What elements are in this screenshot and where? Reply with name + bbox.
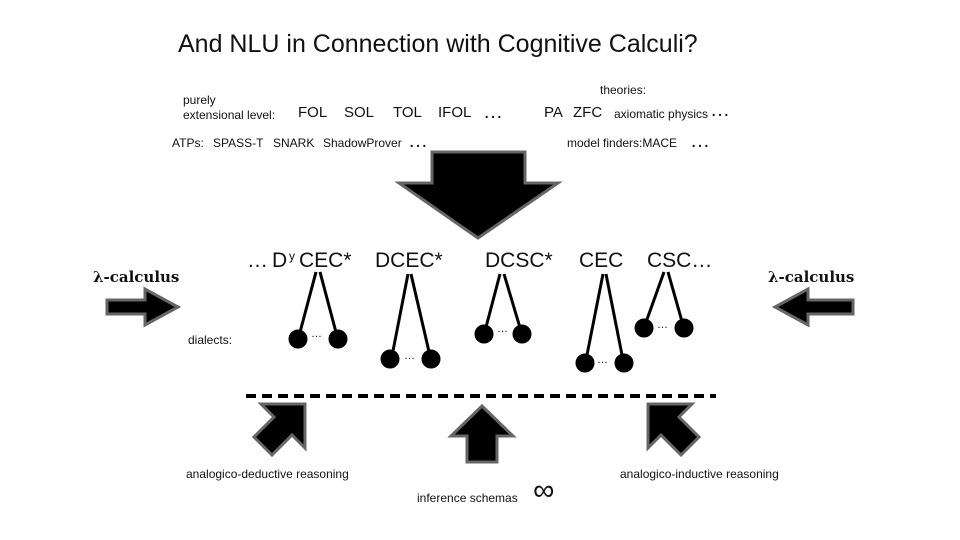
logic-fol: FOL <box>298 104 328 121</box>
model-finders-label: model finders:MACE <box>567 136 678 150</box>
theory-pa: PA <box>544 104 563 121</box>
theories-label: theories: <box>600 83 647 97</box>
dialect-tree-2 <box>380 273 441 369</box>
axiomatic-physics-label: axiomatic physics <box>614 107 709 121</box>
atps-ellipsis: … <box>408 130 429 152</box>
logic-sol: SOL <box>344 104 375 121</box>
purely-label: purely <box>183 93 216 107</box>
dialect-ellipsis-4: … <box>597 354 608 366</box>
dialects-label: dialects: <box>188 333 233 347</box>
logic-tol: TOL <box>393 104 422 121</box>
atp-shadowprover: ShadowProver <box>323 136 402 150</box>
calculus-superscript: y <box>289 249 295 263</box>
dialect-node <box>288 329 308 349</box>
calculus-d: D <box>272 249 288 272</box>
dialect-node <box>380 349 400 369</box>
model-finders-ellipsis: … <box>690 130 711 152</box>
infinity-symbol: ∞ <box>533 474 555 507</box>
dialect-tree-5 <box>634 271 694 338</box>
dialect-tree-1 <box>288 271 348 349</box>
dialect-node <box>421 349 441 369</box>
big-down-arrow <box>394 150 563 240</box>
theory-zfc: ZFC <box>573 104 603 121</box>
calculus-csc: CSC… <box>647 249 713 272</box>
dialect-tree-3 <box>474 273 532 344</box>
atps-label: ATPs: <box>172 136 204 150</box>
logic-ifol: IFOL <box>438 104 472 121</box>
calculus-dcec-star: DCEC* <box>375 249 443 272</box>
inference-schemas-label: inference schemas <box>417 491 518 505</box>
calculus-cec-star: CEC* <box>299 249 352 272</box>
atp-spass-t: SPASS-T <box>213 136 264 150</box>
analogico-inductive-label: analogico-inductive reasoning <box>620 467 779 481</box>
dialect-tree-4 <box>575 273 634 373</box>
left-lambda-arrow <box>105 286 182 328</box>
dialect-node <box>614 353 634 373</box>
dialect-node <box>575 353 595 373</box>
dialect-node <box>328 329 348 349</box>
calculus-dcsc-star: DCSC* <box>485 249 553 272</box>
deductive-diagonal-arrow <box>251 402 307 458</box>
calculus-cec: CEC <box>579 249 624 272</box>
calculi-leading-ellipsis: … <box>247 249 268 272</box>
dialect-ellipsis-5: … <box>657 319 668 331</box>
atp-snark: SNARK <box>273 136 315 150</box>
inductive-diagonal-arrow <box>646 402 702 458</box>
logics-ellipsis: … <box>483 101 504 123</box>
right-lambda-arrow <box>771 286 855 328</box>
lambda-calculus-left: λ-calculus <box>93 268 180 286</box>
theories-ellipsis: … <box>710 99 731 121</box>
inference-up-arrow <box>447 403 517 464</box>
dialect-ellipsis-1: … <box>311 328 322 340</box>
analogico-deductive-label: analogico-deductive reasoning <box>186 467 349 481</box>
dialect-node <box>474 324 494 344</box>
extensional-level-label: extensional level: <box>183 108 276 122</box>
dialect-node <box>674 318 694 338</box>
dialect-node <box>512 324 532 344</box>
lambda-calculus-right: λ-calculus <box>768 268 855 286</box>
dialect-ellipsis-2: … <box>404 350 415 362</box>
page-title: And NLU in Connection with Cognitive Cal… <box>178 30 698 58</box>
dialect-ellipsis-3: … <box>497 323 508 335</box>
dialect-node <box>634 318 654 338</box>
